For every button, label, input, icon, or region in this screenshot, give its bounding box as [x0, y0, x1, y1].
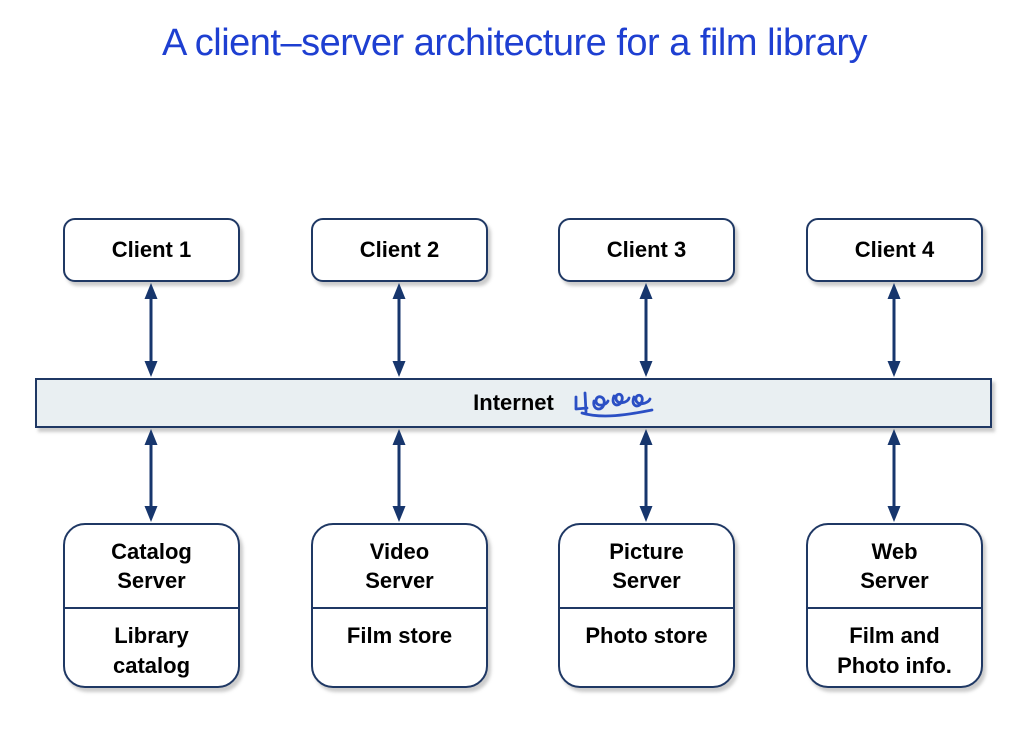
double-arrow-internet-picture-server: [638, 429, 654, 522]
client-1-label: Client 1: [111, 237, 192, 262]
double-arrow-client4-internet: [886, 283, 902, 377]
catalog-server-box: Catalog Server Library catalog: [63, 523, 240, 688]
client-1-box: Client 1: [63, 218, 240, 282]
web-server-name: Web Server: [808, 525, 981, 609]
client-4-label: Client 4: [854, 237, 935, 262]
picture-server-box: Picture Server Photo store: [558, 523, 735, 688]
picture-server-name: Picture Server: [560, 525, 733, 609]
video-server-store: Film store: [346, 623, 453, 648]
double-arrow-client2-internet: [391, 283, 407, 377]
internet-label: Internet: [473, 390, 554, 415]
client-2-label: Client 2: [359, 237, 440, 262]
handwritten-scribble-annotation-icon: [574, 391, 654, 418]
catalog-server-name: Catalog Server: [65, 525, 238, 609]
client-4-box: Client 4: [806, 218, 983, 282]
double-arrow-client1-internet: [143, 283, 159, 377]
double-arrow-internet-web-server: [886, 429, 902, 522]
client-3-box: Client 3: [558, 218, 735, 282]
double-arrow-internet-catalog-server: [143, 429, 159, 522]
double-arrow-internet-video-server: [391, 429, 407, 522]
slide-title: A client–server architecture for a film …: [161, 22, 868, 64]
client-3-label: Client 3: [606, 237, 687, 262]
web-server-box: Web Server Film and Photo info.: [806, 523, 983, 688]
double-arrow-client3-internet: [638, 283, 654, 377]
catalog-server-store: Library catalog: [112, 623, 191, 678]
client-2-box: Client 2: [311, 218, 488, 282]
picture-server-store: Photo store: [585, 623, 708, 648]
internet-bar: Internet: [35, 378, 992, 428]
video-server-box: Video Server Film store: [311, 523, 488, 688]
web-server-store: Film and Photo info.: [837, 623, 952, 678]
video-server-name: Video Server: [313, 525, 486, 609]
